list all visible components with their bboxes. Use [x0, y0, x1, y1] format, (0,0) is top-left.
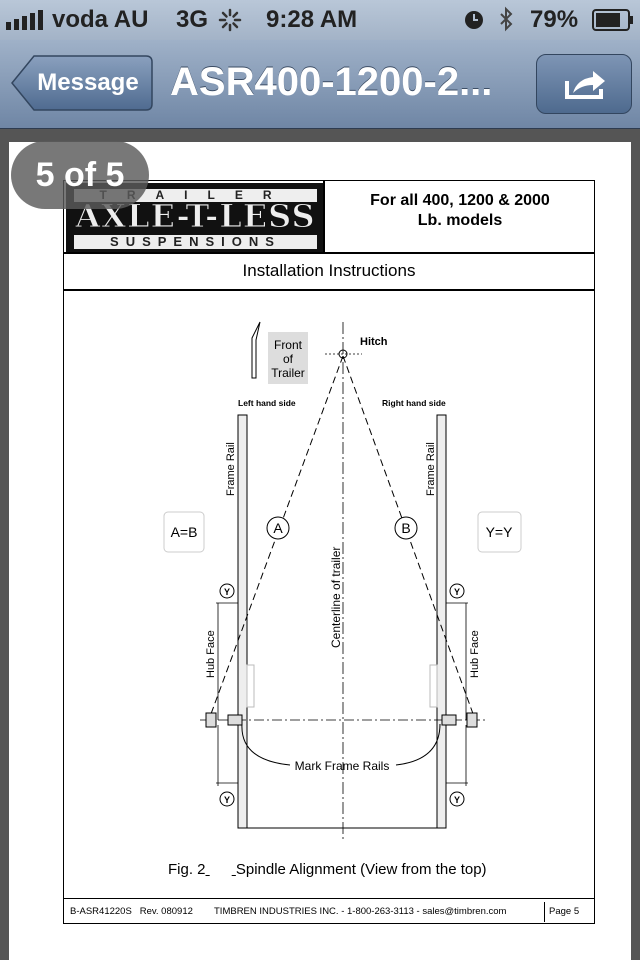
- battery-icon: [592, 9, 633, 31]
- back-button[interactable]: Message: [10, 54, 154, 112]
- logo-bottom-text: SUSPENSIONS: [74, 235, 317, 249]
- clock-time: 9:28 AM: [266, 6, 358, 33]
- battery-percent: 79%: [530, 6, 579, 33]
- right-spindle: [441, 712, 478, 728]
- y-marker-top-left: Y: [219, 583, 235, 599]
- right-hub-face-label: Hub Face: [469, 630, 481, 678]
- y-marker-top-right: Y: [449, 583, 465, 599]
- left-spindle: [205, 712, 243, 728]
- models-text: For all 400, 1200 & 2000 Lb. models: [370, 192, 550, 229]
- svg-text:Y: Y: [224, 795, 230, 805]
- document-frame: [63, 180, 595, 924]
- header-rule: [63, 252, 595, 254]
- instructions-title: Installation Instructions: [242, 261, 416, 280]
- activity-spinner-icon: [218, 8, 242, 32]
- left-frame-rail-label: Frame Rail: [225, 442, 237, 496]
- navigation-bar: Message ASR400-1200-2...: [0, 40, 640, 129]
- page-counter-badge: 5 of 5: [11, 141, 149, 209]
- svg-text:Y: Y: [224, 587, 230, 597]
- mark-frame-rails-arrows: [241, 723, 441, 766]
- bluetooth-icon: [500, 6, 513, 32]
- svg-text:Y: Y: [454, 795, 460, 805]
- footer-rule: [63, 898, 595, 899]
- document-page: [9, 142, 631, 960]
- status-bar: voda AU 3G 9:28 AM 79%: [0, 0, 640, 40]
- instructions-rule: [63, 289, 595, 291]
- svg-text:Y: Y: [454, 587, 460, 597]
- left-hub-face-label: Hub Face: [205, 630, 217, 678]
- header-divider: [323, 180, 325, 252]
- back-button-label: Message: [37, 69, 139, 96]
- footer-doc-id: B-ASR41220S Rev. 080912: [70, 906, 193, 917]
- right-side-label: Right hand side: [382, 398, 446, 408]
- right-frame-rail-label: Frame Rail: [425, 442, 437, 496]
- left-frame-rail: [237, 414, 248, 829]
- network-type: 3G: [176, 6, 209, 33]
- centerline-label: Centerline of trailer: [329, 547, 343, 648]
- measure-line-b: [342, 355, 477, 723]
- y-marker-bottom-left: Y: [219, 791, 235, 807]
- alarm-clock-icon: [465, 11, 483, 29]
- svg-text:A: A: [273, 520, 283, 536]
- footer-company: TIMBREN INDUSTRIES INC. - 1-800-263-3113…: [214, 906, 507, 917]
- figure-title: Spindle Alignment (View from the top): [235, 861, 487, 878]
- a-equals-b-label: A=B: [171, 524, 198, 540]
- hitch-label: Hitch: [360, 336, 388, 348]
- models-heading: For all 400, 1200 & 2000 Lb. models: [325, 183, 595, 253]
- y-equals-y-label: Y=Y: [486, 524, 514, 540]
- y-marker-bottom-right: Y: [449, 791, 465, 807]
- document-footer: B-ASR41220S Rev. 080912 TIMBREN INDUSTRI…: [70, 902, 590, 922]
- footer-page-number: Page 5: [544, 902, 595, 922]
- share-icon: [565, 71, 605, 99]
- figure-caption: Fig. 2 Spindle Alignment (View from the …: [168, 861, 487, 878]
- svg-text:B: B: [401, 520, 410, 536]
- measure-line-a: [207, 355, 344, 723]
- marker-a: [266, 516, 290, 540]
- front-arrow-icon: [251, 321, 261, 379]
- page-title: ASR400-1200-2...: [170, 60, 493, 104]
- right-frame-rail: [436, 414, 447, 829]
- back-button-shape: [11, 55, 153, 111]
- carrier-name: voda AU: [52, 6, 149, 33]
- signal-bars-icon: [6, 10, 43, 30]
- marker-b: [394, 516, 418, 540]
- mark-frame-rails-label: Mark Frame Rails: [295, 759, 390, 773]
- figure-number: Fig. 2: [168, 861, 206, 878]
- share-button[interactable]: [536, 54, 632, 114]
- left-side-label: Left hand side: [238, 398, 296, 408]
- document-viewer[interactable]: [0, 129, 640, 960]
